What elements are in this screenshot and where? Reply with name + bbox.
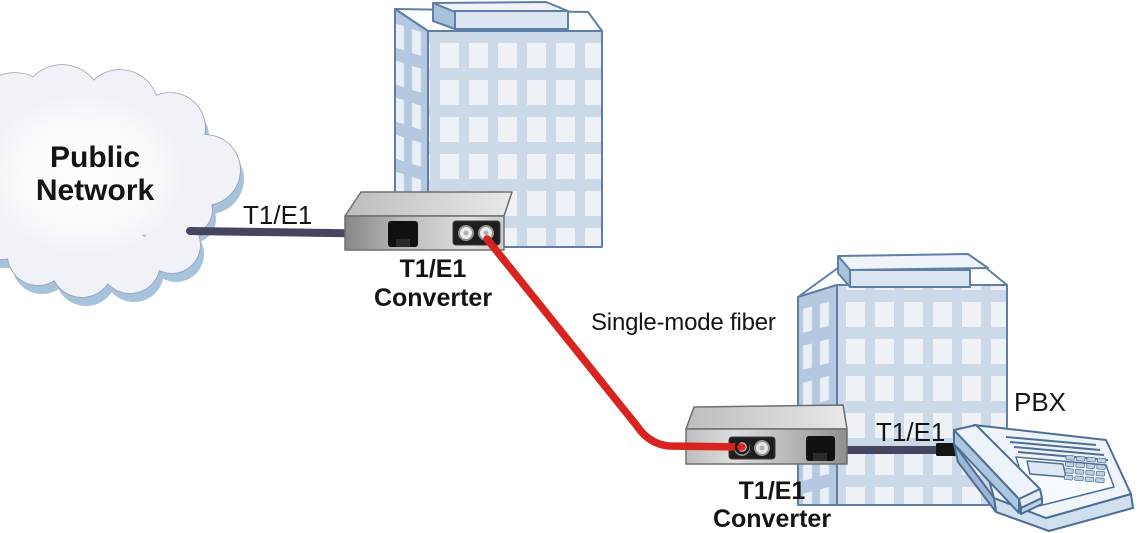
- cable-connector: [936, 443, 956, 456]
- pbx-label: PBX: [1014, 387, 1067, 417]
- public-network-cloud: [0, 64, 244, 306]
- pbx-handset-icon: [953, 424, 1043, 515]
- t1e1-label-left: T1/E1: [243, 200, 313, 230]
- rj45-port-icon: [388, 221, 418, 247]
- t1e1-label-right: T1/E1: [876, 417, 946, 447]
- pbx-base-left: [953, 443, 997, 513]
- converter-2-label-line2: Converter: [712, 505, 832, 533]
- t1e1-converter-1-device: [344, 191, 513, 251]
- public-network-label: Public Network: [35, 141, 155, 207]
- converter-1-top: [344, 191, 513, 217]
- building-2-roof-box: [837, 253, 989, 288]
- pbx-phone: [953, 424, 1134, 532]
- single-mode-fiber-label: Single-mode fiber: [591, 309, 776, 336]
- converter-2-label-line1: T1/E1: [738, 477, 806, 505]
- t1e1-converter-2-device: [685, 404, 848, 465]
- converter-1-label-line2: Converter: [373, 284, 493, 312]
- rj45-port-notch: [396, 239, 410, 247]
- pbx-speaker-slats-icon: [1005, 436, 1109, 461]
- pbx-keypad-icon: [1063, 454, 1107, 484]
- building-1-roof-box: [432, 1, 569, 30]
- converter-1-label-line1: T1/E1: [399, 255, 467, 283]
- fiber-plug-ring: [734, 439, 750, 455]
- building-2: [797, 253, 1008, 506]
- building-2-side: [797, 284, 838, 506]
- cloud-highlight: [0, 93, 185, 257]
- rj45-port-notch: [813, 453, 827, 461]
- converter-2-top: [685, 404, 848, 430]
- converter-2-label: T1/E1 Converter: [694, 477, 850, 533]
- pbx-display: [1026, 460, 1067, 478]
- converter-1-label: T1/E1 Converter: [355, 255, 511, 313]
- fiber-cable: [483, 235, 746, 451]
